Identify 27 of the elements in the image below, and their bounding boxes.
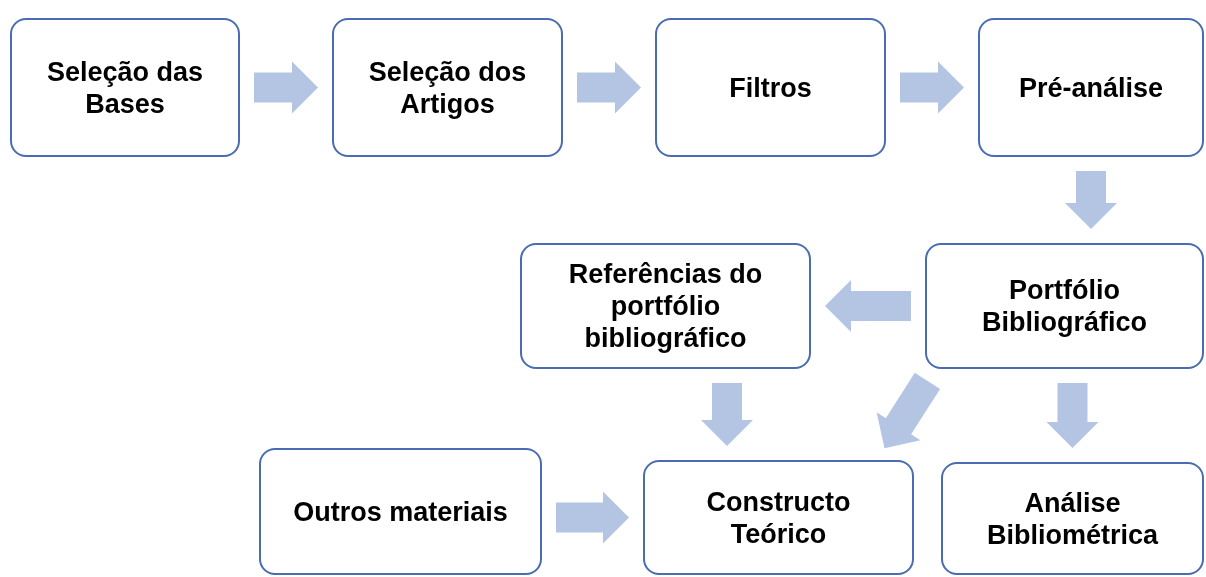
process-box (332, 18, 563, 157)
box-label: Seleção dos Artigos (367, 55, 528, 120)
process-box (925, 243, 1204, 369)
box-label: Outros materiais (293, 495, 508, 528)
process-box (520, 243, 811, 369)
process-box (655, 18, 886, 157)
block-arrow (556, 491, 629, 544)
box-label: Filtros (729, 71, 812, 104)
block-arrow (1065, 171, 1117, 229)
block-arrow (825, 280, 911, 332)
box-label: Referências do portfólio bibliográfico (567, 258, 764, 354)
process-box (10, 18, 240, 157)
box-label: Análise Bibliométrica (985, 486, 1160, 551)
block-arrow (876, 372, 941, 449)
block-arrow (577, 61, 641, 114)
block-arrow (254, 61, 318, 114)
process-box (978, 18, 1204, 157)
process-box (259, 448, 542, 575)
process-box (643, 460, 914, 575)
box-label: Seleção das Bases (45, 55, 205, 120)
box-label: Portfólio Bibliográfico (981, 274, 1148, 338)
process-box (941, 462, 1204, 575)
block-arrow (900, 61, 964, 114)
box-label: Constructo Teórico (705, 485, 852, 550)
block-arrow (701, 383, 753, 446)
block-arrow (1046, 383, 1099, 448)
box-label: Pré-análise (1018, 71, 1164, 104)
